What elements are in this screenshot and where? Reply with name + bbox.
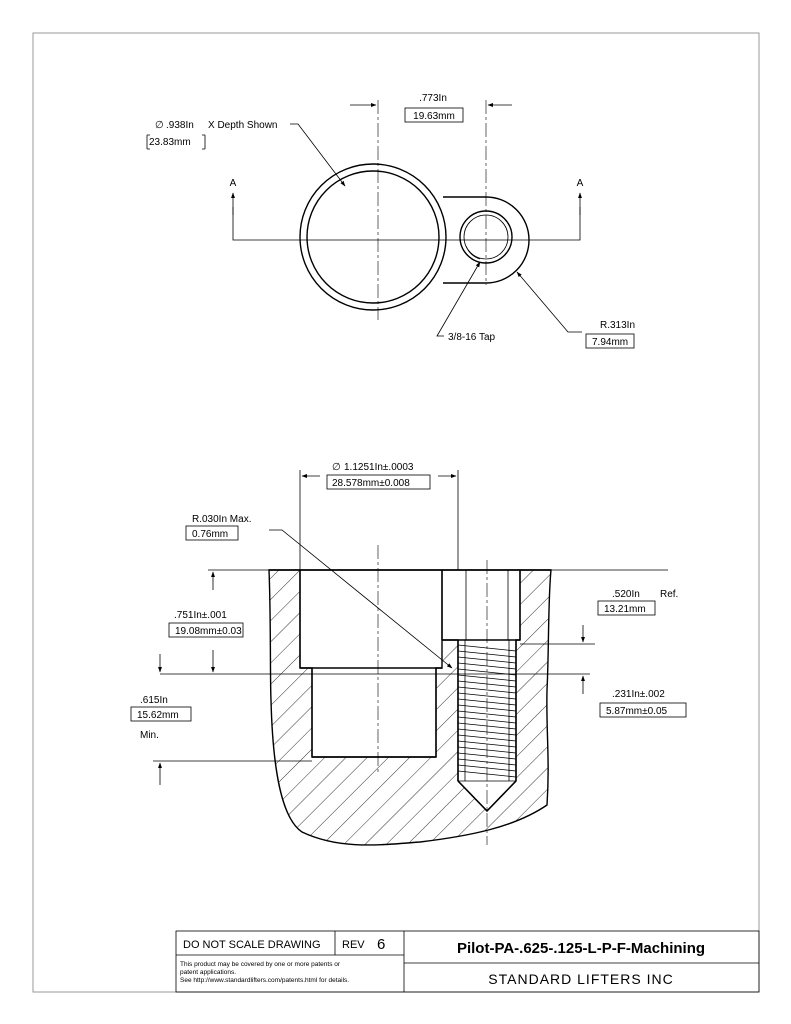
patent-line-3: See http://www.standardlifters.com/paten… xyxy=(180,977,349,984)
dim-corner-radius-mm: 0.76mm xyxy=(192,529,228,540)
section-mark-right: A xyxy=(577,178,584,189)
company-name: STANDARD LIFTERS INC xyxy=(488,971,673,987)
bore-inner-circle xyxy=(306,170,440,304)
dim-bore-mm: 23.83mm xyxy=(149,137,191,148)
do-not-scale-label: DO NOT SCALE DRAWING xyxy=(183,939,321,951)
dim-radius-mm: 7.94mm xyxy=(592,337,628,348)
sheet-border xyxy=(32,32,760,993)
dim-radius-in: R.313In xyxy=(600,320,635,331)
dim-bore-note: X Depth Shown xyxy=(208,120,278,131)
rev-label: REV xyxy=(342,939,365,951)
dim-spacing-mm: 19.63mm xyxy=(413,111,455,122)
dim-step-in: .231In±.002 xyxy=(612,689,665,700)
diameter-symbol-2: ∅ xyxy=(332,462,341,473)
dim-dia-mm: 28.578mm±0.008 xyxy=(332,478,410,489)
bore-outer-circle xyxy=(299,163,447,311)
dim-depth1-mm: 19.08mm±0.03 xyxy=(175,626,242,637)
top-view: A A .773In 19.63mm ∅ .938In X Depth Show… xyxy=(146,93,635,349)
dim-ref-mm: 13.21mm xyxy=(604,604,646,615)
diameter-symbol: ∅ xyxy=(155,120,164,131)
section-line xyxy=(232,207,581,241)
section-mark-left: A xyxy=(230,178,237,189)
patent-line-1: This product may be covered by one or mo… xyxy=(180,961,341,968)
dim-ref-note: Ref. xyxy=(660,589,678,600)
dim-depth2-mm: 15.62mm xyxy=(137,710,179,721)
dim-depth2-note: Min. xyxy=(140,730,159,741)
section-view: ∅ 1.1251In±.0003 28.578mm±0.008 R.030In … xyxy=(130,462,687,846)
part-name: Pilot-PA-.625-.125-L-P-F-Machining xyxy=(457,940,705,957)
dim-corner-radius-in: R.030In Max. xyxy=(192,514,251,525)
patent-line-2: patent applications. xyxy=(180,969,236,976)
dim-bore-in: .938In xyxy=(166,120,194,131)
title-block: DO NOT SCALE DRAWING REV 6 Pilot-PA-.625… xyxy=(175,930,760,993)
dim-ref-in: .520In xyxy=(612,589,640,600)
dim-depth2-in: .615In xyxy=(140,695,168,706)
dim-step-mm: 5.87mm±0.05 xyxy=(606,706,668,717)
tap-label: 3/8-16 Tap xyxy=(448,332,496,343)
rev-value: 6 xyxy=(377,936,385,953)
dim-spacing-in: .773In xyxy=(419,93,447,104)
dim-depth1-in: .751In±.001 xyxy=(174,610,227,621)
dim-dia-in: 1.1251In±.0003 xyxy=(344,462,414,473)
